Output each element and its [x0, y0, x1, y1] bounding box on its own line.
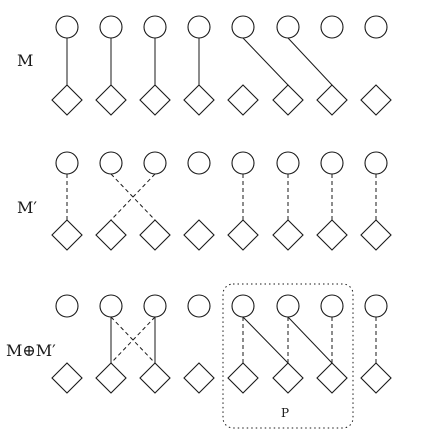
- bottom-node-r0-c0: [51, 84, 83, 116]
- diagram-marks: [51, 15, 392, 429]
- row-label-m: M: [17, 51, 33, 70]
- top-node-r1-c2: [143, 151, 167, 175]
- bottom-node-r2-c2: [139, 362, 171, 394]
- top-node-r0-c3: [187, 15, 211, 39]
- top-node-r1-c5: [276, 151, 300, 175]
- bottom-node-r2-c4: [227, 362, 259, 394]
- top-node-r0-c6: [320, 15, 344, 39]
- bottom-node-r1-c3: [183, 219, 215, 251]
- region-p-box: [222, 283, 354, 429]
- edge-r0-5-6-solid: [287, 37, 333, 86]
- bottom-node-r0-c1: [95, 84, 127, 116]
- top-node-r1-c6: [320, 151, 344, 175]
- top-node-r0-c5: [276, 15, 300, 39]
- bottom-node-r0-c3: [183, 84, 215, 116]
- top-node-r0-c0: [55, 15, 79, 39]
- bottom-node-r1-c4: [227, 219, 259, 251]
- top-node-r1-c3: [187, 151, 211, 175]
- bottom-node-r0-c5: [272, 84, 304, 116]
- row-label-m-prime: M′: [17, 198, 37, 217]
- bottom-node-r2-c5: [272, 362, 304, 394]
- bottom-node-r1-c5: [272, 219, 304, 251]
- top-node-r2-c4: [231, 294, 255, 318]
- bottom-node-r0-c4: [227, 84, 259, 116]
- bottom-node-r0-c2: [139, 84, 171, 116]
- top-node-r1-c7: [364, 151, 388, 175]
- bottom-node-r2-c0: [51, 362, 83, 394]
- bottom-node-r0-c7: [360, 84, 392, 116]
- row-label-m-sum: M⊕M′: [6, 341, 56, 360]
- top-node-r0-c4: [231, 15, 255, 39]
- top-node-r2-c6: [320, 294, 344, 318]
- bottom-node-r0-c6: [316, 84, 348, 116]
- bottom-node-r1-c6: [316, 219, 348, 251]
- top-node-r1-c1: [99, 151, 123, 175]
- top-node-r1-c4: [231, 151, 255, 175]
- bottom-node-r1-c0: [51, 219, 83, 251]
- top-node-r2-c2: [143, 294, 167, 318]
- top-node-r2-c5: [276, 294, 300, 318]
- top-node-r2-c3: [187, 294, 211, 318]
- top-node-r1-c0: [55, 151, 79, 175]
- edge-r2-2-1-dashed: [110, 316, 156, 364]
- top-node-r0-c7: [364, 15, 388, 39]
- edge-r2-4-5-solid: [242, 316, 289, 364]
- top-node-r2-c0: [55, 294, 79, 318]
- top-node-r2-c1: [99, 294, 123, 318]
- bottom-node-r1-c2: [139, 219, 171, 251]
- top-node-r2-c7: [364, 294, 388, 318]
- bottom-node-r2-c7: [360, 362, 392, 394]
- edge-r0-4-5-solid: [242, 37, 289, 86]
- top-node-r0-c1: [99, 15, 123, 39]
- region-p-label: P: [281, 406, 289, 420]
- bottom-node-r2-c6: [316, 362, 348, 394]
- bottom-node-r2-c3: [183, 362, 215, 394]
- bottom-node-r1-c1: [95, 219, 127, 251]
- edge-r1-2-1-dashed: [110, 173, 156, 221]
- top-node-r0-c2: [143, 15, 167, 39]
- edge-r2-5-6-solid: [287, 316, 333, 364]
- bottom-node-r1-c7: [360, 219, 392, 251]
- bottom-node-r2-c1: [95, 362, 127, 394]
